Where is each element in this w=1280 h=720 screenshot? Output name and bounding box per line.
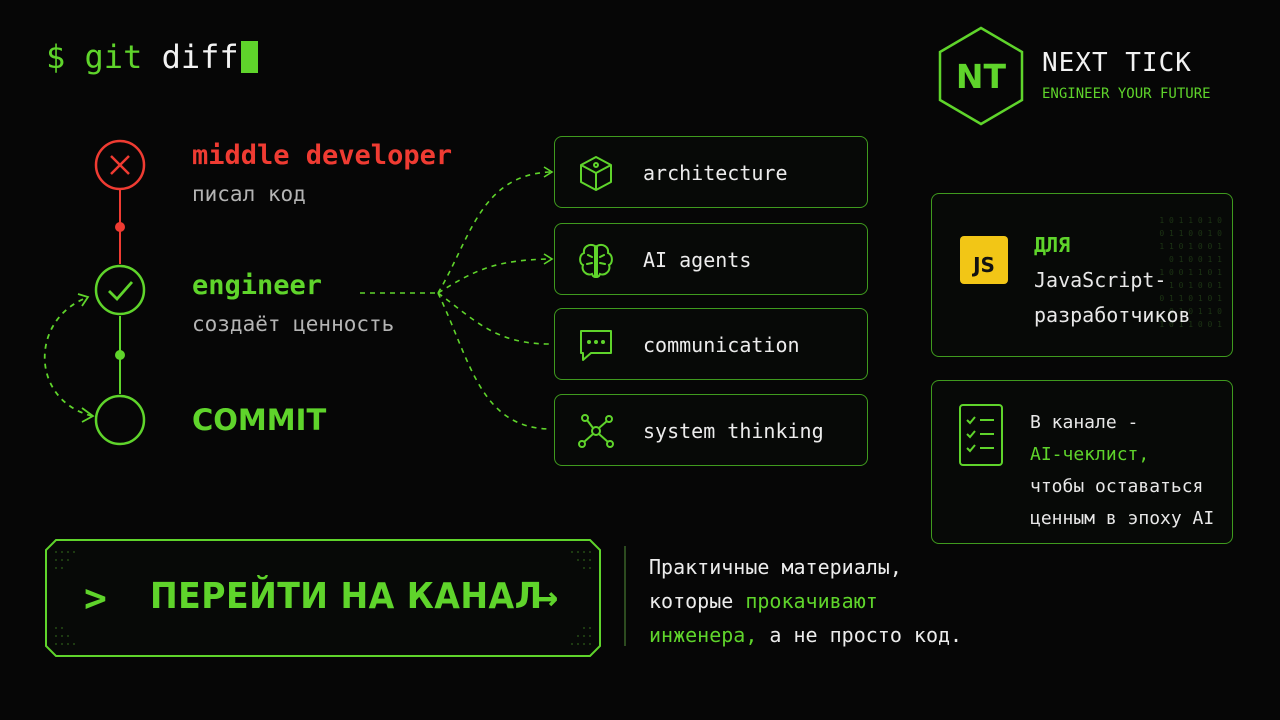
skill-label: AI agents (643, 248, 752, 272)
cta-frame (45, 539, 601, 657)
terminal-cursor (240, 41, 258, 73)
arrow-right-icon: → (534, 574, 559, 620)
brand-name: NEXT TICK (1042, 48, 1192, 78)
network-icon (578, 414, 614, 448)
binary-pattern-decoration: 1 0 1 1 0 1 0 0 1 1 0 0 1 0 1 1 0 1 0 0 … (1159, 216, 1222, 329)
go-to-channel-button[interactable]: > ПЕРЕЙТИ НА КАНАЛ → (44, 538, 602, 658)
cube-icon (580, 156, 612, 191)
checklist-line-2: AI-чеклист, (1030, 444, 1150, 465)
terminal-prompt: $ git diff (46, 38, 258, 76)
cta-label: ПЕРЕЙТИ НА КАНАЛ (150, 576, 543, 617)
brand-tagline: ENGINEER YOUR FUTURE (1042, 86, 1211, 102)
promo-line-2-highlight: прокачивают (745, 589, 878, 613)
stage-engineer-subtitle: создаёт ценность (192, 312, 395, 336)
divider (624, 546, 626, 646)
brain-icon (579, 243, 613, 279)
chevron-right-icon: > (84, 576, 107, 620)
skill-card-architecture[interactable]: architecture (554, 136, 868, 208)
stage-commit-title: COMMIT (192, 403, 327, 437)
ai-checklist-card: В канале - AI-чеклист, чтобы оставаться … (931, 380, 1233, 544)
promo-line-3-end: а не просто код. (757, 623, 963, 647)
checklist-line-3: чтобы оставаться (1030, 476, 1204, 497)
promo-line-1: Практичные материалы, (649, 555, 902, 579)
career-timeline (43, 139, 146, 446)
logo-hexagon-icon: NT (938, 26, 1024, 126)
skill-card-communication[interactable]: communication (554, 308, 868, 380)
stage-middle-developer-title: middle developer (192, 140, 453, 171)
checklist-line-1: В канале - (1030, 412, 1139, 433)
skill-label: system thinking (643, 419, 824, 443)
close-icon (94, 139, 146, 191)
promo-line-3: инженера, а не просто код. (649, 618, 962, 652)
promo-line-2-start: которые (649, 589, 746, 613)
stage-engineer-title: engineer (192, 270, 323, 301)
promo-line-3-highlight: инженера, (649, 623, 758, 647)
js-card-line-1: ДЛЯ (1034, 233, 1071, 257)
skill-label: architecture (643, 161, 788, 185)
empty-circle-icon (94, 394, 146, 446)
js-card-line-3: разработчиков (1034, 303, 1191, 327)
javascript-logo-icon: JS (960, 236, 1008, 284)
skill-card-system-thinking[interactable]: system thinking (554, 394, 868, 466)
promo-line-2: которые прокачивают (649, 584, 962, 618)
chat-icon (580, 330, 612, 361)
promo-text: Практичные материалы, которые прокачиваю… (649, 550, 962, 652)
prompt-command: diff (161, 38, 239, 76)
checklist-icon (959, 404, 1003, 466)
stage-middle-developer-subtitle: писал код (192, 182, 306, 206)
skill-card-ai-agents[interactable]: AI agents (554, 223, 868, 295)
skill-label: communication (643, 333, 800, 357)
logo-mark: NT (956, 57, 1007, 96)
javascript-card-text: ДЛЯ JavaScript- разработчиков (1034, 228, 1191, 333)
prompt-symbol: $ git (46, 38, 143, 76)
skill-branch-connectors (360, 166, 554, 430)
checklist-card-text: В канале - AI-чеклист, чтобы оставаться … (1030, 407, 1214, 535)
javascript-audience-card: 1 0 1 1 0 1 0 0 1 1 0 0 1 0 1 1 0 1 0 0 … (931, 193, 1233, 357)
checklist-line-4: ценным в эпоху AI (1030, 508, 1215, 529)
check-icon (94, 264, 146, 316)
js-card-line-2: JavaScript- (1034, 268, 1167, 292)
